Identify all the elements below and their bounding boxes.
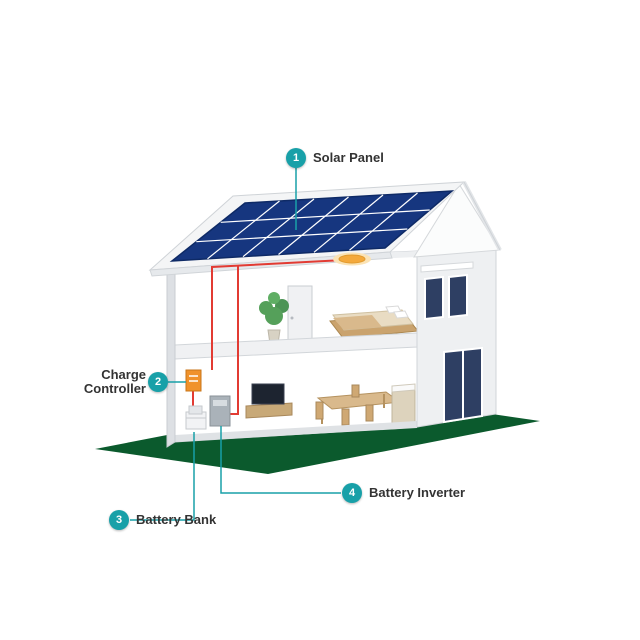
callout-number-battery-bank: 3: [109, 510, 129, 530]
callout-label-solar-panel: Solar Panel: [313, 150, 384, 165]
dining-chairs: [315, 384, 374, 426]
houseplant: [259, 292, 289, 345]
downstairs-room: [245, 383, 416, 430]
upper-window-left: [424, 275, 444, 321]
kitchen-countertop: [391, 383, 416, 393]
upstairs-room: [259, 285, 419, 345]
bed: [329, 305, 419, 339]
solar-panel-array: [169, 190, 455, 262]
roof-gable: [413, 183, 501, 258]
tv-cabinet: [245, 402, 293, 419]
battery-bank-boxes: [185, 405, 207, 430]
callout-label-battery-inverter: Battery Inverter: [369, 485, 466, 500]
callout-label-battery-bank: Battery Bank: [136, 512, 217, 527]
inverter-box: [209, 395, 231, 427]
leader-line-battery-bank: [130, 432, 195, 521]
roof: [148, 181, 502, 277]
callout-number-battery-inverter: 4: [342, 483, 362, 503]
window-awning: [420, 261, 474, 273]
door-knob: [290, 316, 294, 320]
foundation-slab: [175, 421, 417, 442]
tv-screen: [251, 383, 285, 405]
charge-controller-box: [185, 369, 202, 392]
interior-door: [287, 285, 313, 345]
callout-number-solar-panel: 1: [286, 148, 306, 168]
callout-number-charge-controller: 2: [148, 372, 168, 392]
left-wall-edge: [166, 261, 176, 448]
house-illustration: [148, 181, 502, 448]
leader-line-battery-inverter: [220, 426, 341, 494]
upper-window-right: [448, 273, 468, 319]
callout-label-charge-controller: Charge Controller: [83, 367, 146, 396]
ceiling-light: [333, 252, 371, 266]
side-wall: [416, 248, 497, 428]
